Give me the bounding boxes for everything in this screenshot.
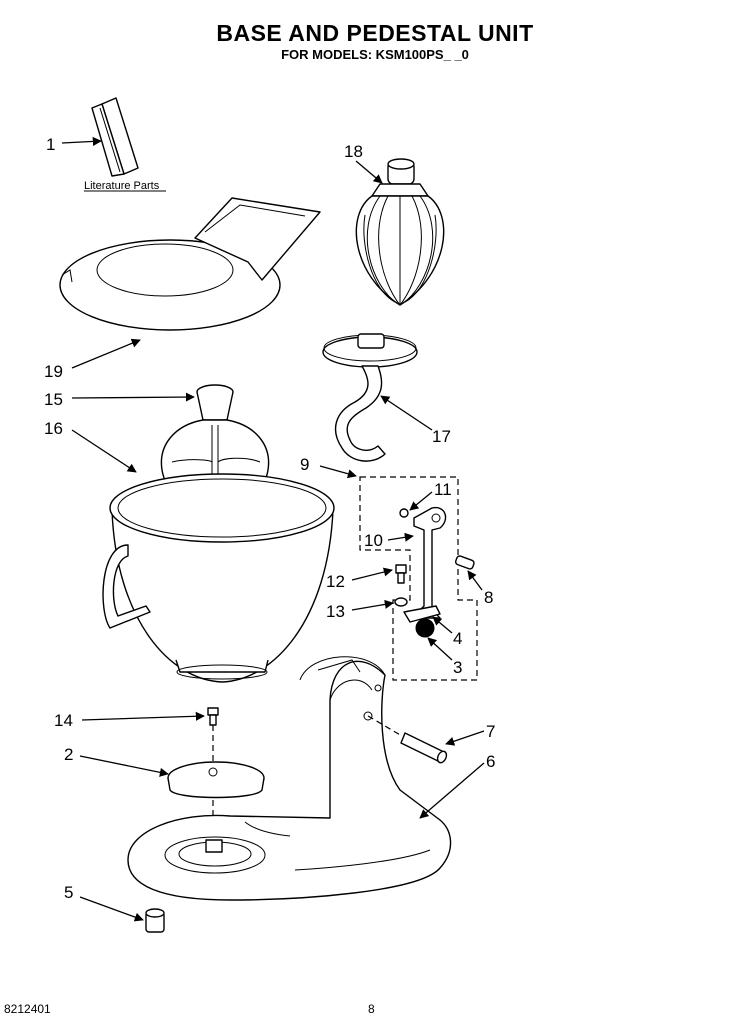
dough-hook	[322, 333, 418, 462]
callout-8: 8	[484, 588, 493, 607]
doc-number: 8212401	[4, 1002, 51, 1016]
bowl-lift-lever	[403, 605, 441, 638]
callout-13: 13	[326, 602, 345, 621]
callout-10: 10	[364, 531, 383, 550]
hinge-assembly-box	[359, 476, 478, 681]
callout-1: 1	[46, 135, 55, 154]
pedestal-base	[127, 656, 452, 901]
callout-14: 14	[54, 711, 73, 730]
screw-12	[395, 564, 407, 584]
callout-11: 11	[434, 480, 452, 499]
callout-9: 9	[300, 455, 309, 474]
hinge-pin-guide	[367, 715, 403, 737]
callout-18: 18	[344, 142, 363, 161]
callout-6: 6	[486, 752, 495, 771]
wire-whip	[355, 158, 445, 306]
clamp-plate	[167, 761, 265, 799]
mixing-bowl	[102, 473, 335, 683]
literature-parts-label: Literature Parts	[84, 180, 160, 192]
hinge-pin	[400, 732, 448, 764]
pin-8	[454, 555, 475, 570]
page-number: 8	[368, 1002, 375, 1016]
callout-4: 4	[453, 629, 462, 648]
leader-lines	[61, 136, 485, 922]
callout-2: 2	[64, 745, 73, 764]
callout-5: 5	[64, 883, 73, 902]
callout-19: 19	[44, 362, 63, 381]
callout-7: 7	[486, 722, 495, 741]
page-subtitle: FOR MODELS: KSM100PS_ _0	[281, 47, 469, 62]
literature-booklet	[91, 97, 139, 177]
callout-15: 15	[44, 390, 63, 409]
page-title: BASE AND PEDESTAL UNIT	[216, 20, 534, 46]
rubber-foot	[145, 908, 165, 933]
screw-14	[207, 707, 219, 726]
callout-16: 16	[44, 419, 63, 438]
callout-3: 3	[453, 658, 462, 677]
callout-12: 12	[326, 572, 345, 591]
washer-13	[394, 597, 408, 607]
pouring-shield	[59, 197, 321, 331]
callout-17: 17	[432, 427, 451, 446]
